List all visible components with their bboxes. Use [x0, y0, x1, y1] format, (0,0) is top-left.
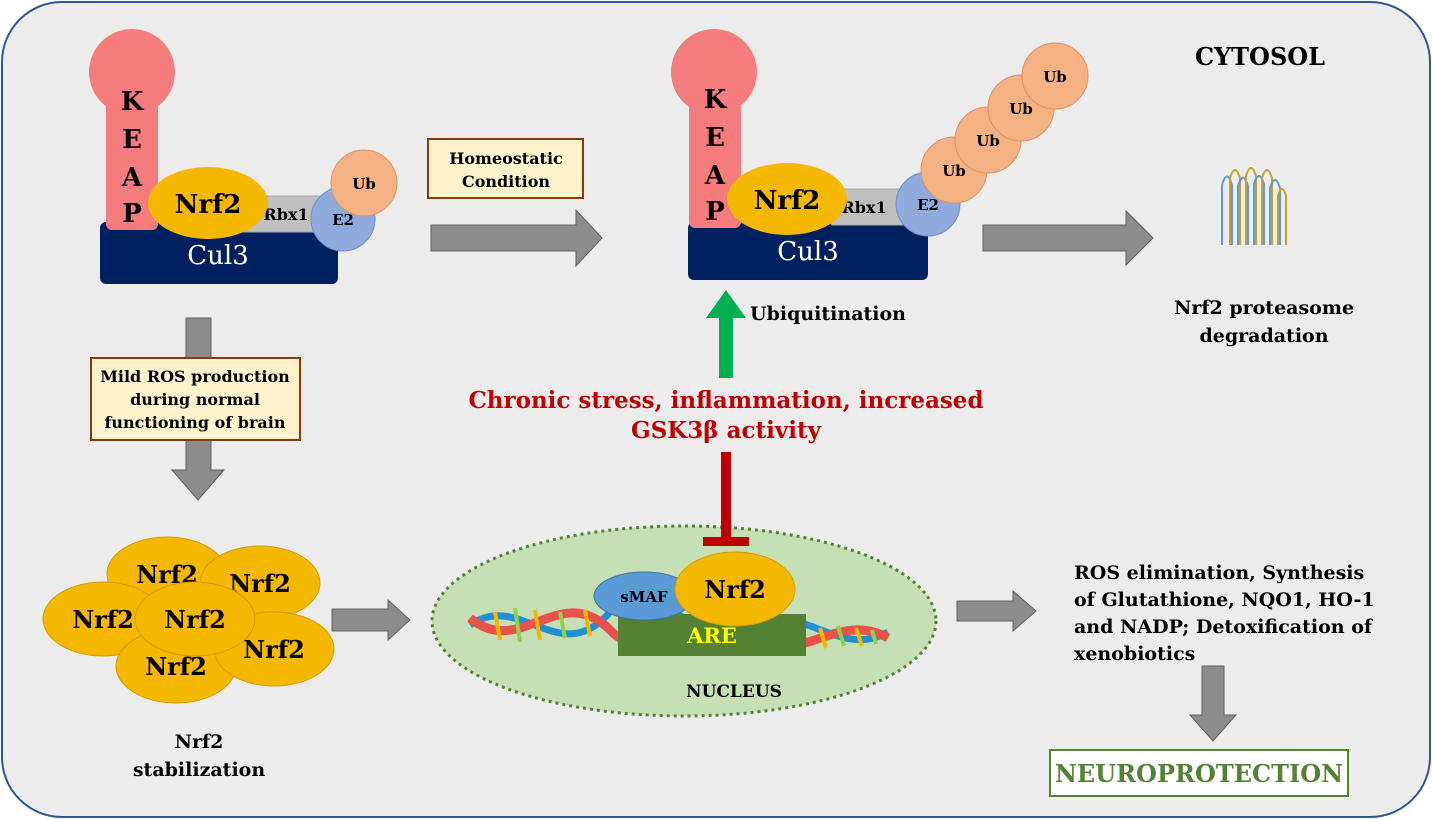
e2-label: E2: [917, 196, 939, 214]
arrow-right-homeostatic: [430, 208, 603, 268]
stress-label: GSK3β activity: [631, 417, 822, 444]
e2-label: E2: [332, 211, 354, 229]
keap-cul3-complex-right: Cul3 K E A P Rbx1 Nrf2 E2 Ub Ub Ub Ub: [671, 29, 1089, 280]
neuroprotection-box: [1049, 749, 1349, 797]
rbx1-label: Rbx1: [841, 198, 886, 217]
keap-stem: [689, 80, 741, 228]
cul3-block: [100, 222, 338, 284]
homeostatic-line: Homeostatic: [449, 149, 563, 168]
arrow-up-ubiquitination: [706, 290, 746, 378]
homeostatic-box: [427, 138, 584, 199]
keap-letter: A: [121, 163, 143, 193]
nrf2-label: Nrf2: [175, 190, 242, 220]
ub-circle: [330, 149, 398, 217]
keap-letter: P: [122, 199, 142, 229]
nrf2-oval: [674, 551, 796, 627]
nrf2-label: Nrf2: [72, 605, 134, 634]
nrf2-oval: [134, 581, 256, 657]
nucleus: ARE sMAF Nrf2 NUCLEUS: [430, 524, 938, 718]
cul3-label: Cul3: [187, 241, 249, 271]
ros-box: [90, 357, 301, 441]
are-label: ARE: [686, 623, 737, 648]
nrf2-label: Nrf2: [164, 605, 226, 634]
stabilization-label: Nrf2: [175, 731, 224, 753]
ub-label: Ub: [352, 175, 376, 193]
keap-stem: [106, 80, 158, 230]
ub-label: Ub: [976, 132, 1000, 150]
stabilization-label: stabilization: [133, 759, 265, 781]
keap-letter: A: [704, 161, 726, 191]
ros-box-line: during normal: [130, 390, 260, 409]
nrf2-oval: [148, 167, 268, 239]
neuroprotection-label: NEUROPROTECTION: [1055, 759, 1343, 788]
arrow-right-degradation: [982, 209, 1154, 267]
smaf-label: sMAF: [620, 588, 668, 606]
nrf2-label: Nrf2: [243, 635, 305, 664]
degradation-label: degradation: [1199, 325, 1328, 347]
homeostatic-line: Condition: [462, 172, 550, 191]
arrow-right-to-outcome: [956, 589, 1037, 633]
outcome-line: and NADP; Detoxification of: [1074, 616, 1374, 638]
ub-circle: [1021, 42, 1089, 110]
cul3-block: [688, 222, 928, 280]
nrf2-label: Nrf2: [704, 575, 766, 604]
nrf2-oval: [727, 163, 847, 235]
nrf2-label: Nrf2: [145, 652, 207, 681]
outcome-line: xenobiotics: [1074, 643, 1195, 665]
proteasome-icon: [1221, 167, 1287, 245]
nrf2-cluster: Nrf2 Nrf2 Nrf2 Nrf2 Nrf2 Nrf2: [42, 536, 335, 704]
ros-box-line: Mild ROS production: [100, 367, 290, 386]
inhibition-bar: [703, 537, 749, 546]
stress-label: Chronic stress, inflammation, increased: [468, 387, 983, 414]
keap-letter: E: [705, 123, 725, 153]
arrow-down-neuroprotection: [1188, 665, 1238, 742]
degradation-label: Nrf2 proteasome: [1174, 297, 1354, 319]
ros-box-line: functioning of brain: [105, 413, 286, 432]
rbx1-label: Rbx1: [263, 205, 308, 224]
keap-cul3-complex-left: Cul3 K E A P Rbx1 Nrf2 E2 Ub: [89, 29, 398, 284]
nrf2-label: Nrf2: [229, 569, 291, 598]
ub-label: Ub: [1009, 100, 1033, 118]
ubiquitination-label: Ubiquitination: [750, 303, 906, 325]
nrf2-label: Nrf2: [754, 186, 821, 216]
inhibition-stem: [721, 452, 731, 540]
nucleus-label: NUCLEUS: [686, 682, 782, 702]
cul3-label: Cul3: [777, 237, 839, 267]
keap-letter: E: [122, 125, 142, 155]
outcome-line: ROS elimination, Synthesis: [1074, 562, 1364, 584]
ub-label: Ub: [942, 162, 966, 180]
keap-letter: K: [704, 85, 728, 115]
outcome-line: of Glutathione, NQO1, HO-1: [1074, 589, 1375, 611]
arrow-right-to-nucleus: [331, 598, 411, 642]
cytosol-label: CYTOSOL: [1195, 42, 1325, 71]
keap-letter: K: [121, 87, 145, 117]
ub-label: Ub: [1043, 68, 1067, 86]
keap-letter: P: [705, 197, 725, 227]
